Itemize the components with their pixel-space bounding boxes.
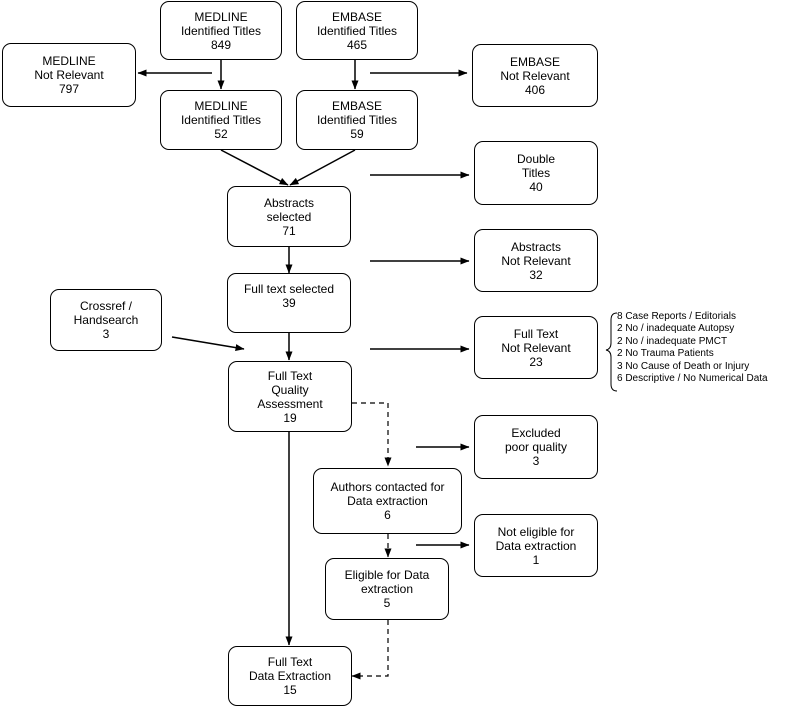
embase-identified-2-line-2: Identified Titles — [316, 113, 398, 127]
medline-identified-line-2: Identified Titles — [180, 23, 262, 38]
crossref-handsearch-box: Crossref / Handsearch 3 — [50, 289, 162, 351]
not-eligible-line-2: Data extraction — [495, 538, 577, 553]
medline-identified-box: MEDLINE Identified Titles 849 — [160, 1, 282, 60]
data-extraction-count: 15 — [283, 683, 297, 697]
abstracts-selected-box: Abstracts selected 71 — [227, 186, 351, 247]
data-extraction-box: Full Text Data Extraction 15 — [228, 646, 352, 706]
arrow-medline-to-abstracts — [220, 149, 289, 186]
not-eligible-count: 1 — [532, 552, 540, 567]
excluded-poor-quality-box: Excluded poor quality 3 — [474, 415, 598, 479]
authors-contacted-count: 6 — [384, 508, 391, 522]
medline-identified-2-line-2: Identified Titles — [180, 113, 262, 127]
full-text-selected-box: Full text selected 39 — [227, 273, 351, 333]
medline-identified-count: 849 — [210, 37, 232, 52]
crossref-handsearch-line-2: Handsearch — [73, 313, 139, 327]
not-eligible-line-1: Not eligible for — [497, 524, 575, 539]
data-extraction-line-2: Data Extraction — [248, 669, 332, 683]
embase-identified-2-box: EMBASE Identified Titles 59 — [296, 90, 418, 150]
exclusion-reason: 6 Descriptive / No Numerical Data — [617, 373, 768, 385]
full-text-not-relevant-box: Full Text Not Relevant 23 — [474, 316, 598, 379]
data-extraction-line-1: Full Text — [267, 655, 313, 669]
double-titles-line-2: Titles — [521, 166, 551, 180]
embase-identified-line-1: EMBASE — [331, 9, 382, 24]
quality-assessment-line-1: Full Text — [267, 368, 313, 383]
exclusion-reason: 3 No Cause of Death or Injury — [617, 360, 750, 372]
full-text-selected-count: 39 — [282, 296, 296, 310]
quality-assessment-count: 19 — [283, 410, 297, 425]
exclusion-reason: 2 No Trauma Patients — [617, 348, 714, 360]
exclusion-reason: 8 Case Reports / Editorials — [617, 311, 736, 322]
not-eligible-box: Not eligible for Data extraction 1 — [474, 514, 598, 577]
double-titles-line-1: Double — [516, 152, 556, 166]
embase-identified-2-line-1: EMBASE — [331, 99, 382, 113]
double-titles-count: 40 — [529, 180, 543, 194]
excluded-poor-quality-line-2: poor quality — [504, 440, 568, 454]
full-text-selected-line-1: Full text selected — [243, 282, 335, 296]
abstracts-not-relevant-line-2: Not Relevant — [501, 253, 571, 268]
medline-identified-2-count: 52 — [214, 127, 228, 141]
eligible-line-2: extraction — [360, 582, 414, 596]
full-text-not-relevant-line-2: Not Relevant — [501, 340, 571, 355]
abstracts-not-relevant-box: Abstracts Not Relevant 32 — [474, 229, 598, 292]
embase-identified-2-count: 59 — [350, 127, 364, 141]
medline-identified-2-line-1: MEDLINE — [194, 99, 248, 113]
exclusion-reason: 2 No / inadequate Autopsy — [617, 323, 735, 335]
abstracts-not-relevant-count: 32 — [529, 267, 543, 282]
authors-contacted-line-2: Data extraction — [347, 494, 428, 508]
arrow-crossref-to-flow — [171, 336, 245, 352]
medline-identified-line-1: MEDLINE — [194, 9, 248, 24]
abstracts-not-relevant-line-1: Abstracts — [510, 239, 561, 254]
embase-identified-box: EMBASE Identified Titles 465 — [296, 1, 418, 60]
excluded-poor-quality-line-1: Excluded — [511, 426, 561, 440]
eligible-count: 5 — [383, 596, 391, 610]
crossref-handsearch-count: 3 — [102, 327, 110, 341]
excluded-poor-quality-count: 3 — [532, 454, 540, 468]
quality-assessment-box: Full Text Quality Assessment 19 — [228, 361, 352, 432]
quality-assessment-line-3: Assessment — [257, 396, 323, 411]
double-titles-box: Double Titles 40 — [474, 141, 598, 205]
quality-assessment-line-2: Quality — [271, 382, 309, 397]
medline-not-relevant-line-1: MEDLINE — [42, 54, 96, 68]
authors-contacted-line-1: Authors contacted for — [330, 480, 445, 494]
medline-not-relevant-line-2: Not Relevant — [34, 68, 104, 82]
full-text-not-relevant-count: 23 — [529, 354, 543, 369]
full-text-not-relevant-line-1: Full Text — [513, 326, 559, 341]
exclusion-reasons-list: 8 Case Reports / Editorials 2 No / inade… — [617, 311, 768, 385]
embase-identified-line-2: Identified Titles — [316, 23, 398, 38]
crossref-handsearch-line-1: Crossref / — [79, 299, 132, 313]
eligible-line-1: Eligible for Data — [344, 568, 430, 582]
eligible-box: Eligible for Data extraction 5 — [325, 558, 449, 620]
dashed-eligible-to-extraction — [351, 620, 389, 680]
medline-identified-2-box: MEDLINE Identified Titles 52 — [160, 90, 282, 150]
abstracts-selected-count: 71 — [282, 223, 296, 238]
embase-not-relevant-line-2: Not Relevant — [500, 68, 570, 83]
reasons-brace — [605, 312, 618, 392]
dashed-quality-to-authors — [352, 402, 392, 467]
embase-identified-count: 465 — [346, 37, 368, 52]
authors-contacted-box: Authors contacted for Data extraction 6 — [313, 468, 462, 534]
medline-not-relevant-box: MEDLINE Not Relevant 797 — [2, 43, 136, 107]
medline-not-relevant-count: 797 — [58, 82, 80, 96]
embase-not-relevant-line-1: EMBASE — [509, 54, 560, 69]
embase-not-relevant-box: EMBASE Not Relevant 406 — [472, 44, 598, 107]
abstracts-selected-line-1: Abstracts — [263, 195, 314, 210]
exclusion-reason: 2 No / inadequate PMCT — [617, 335, 728, 347]
arrow-embase-to-abstracts — [289, 149, 356, 186]
abstracts-selected-line-2: selected — [266, 209, 312, 224]
embase-not-relevant-count: 406 — [524, 82, 546, 97]
